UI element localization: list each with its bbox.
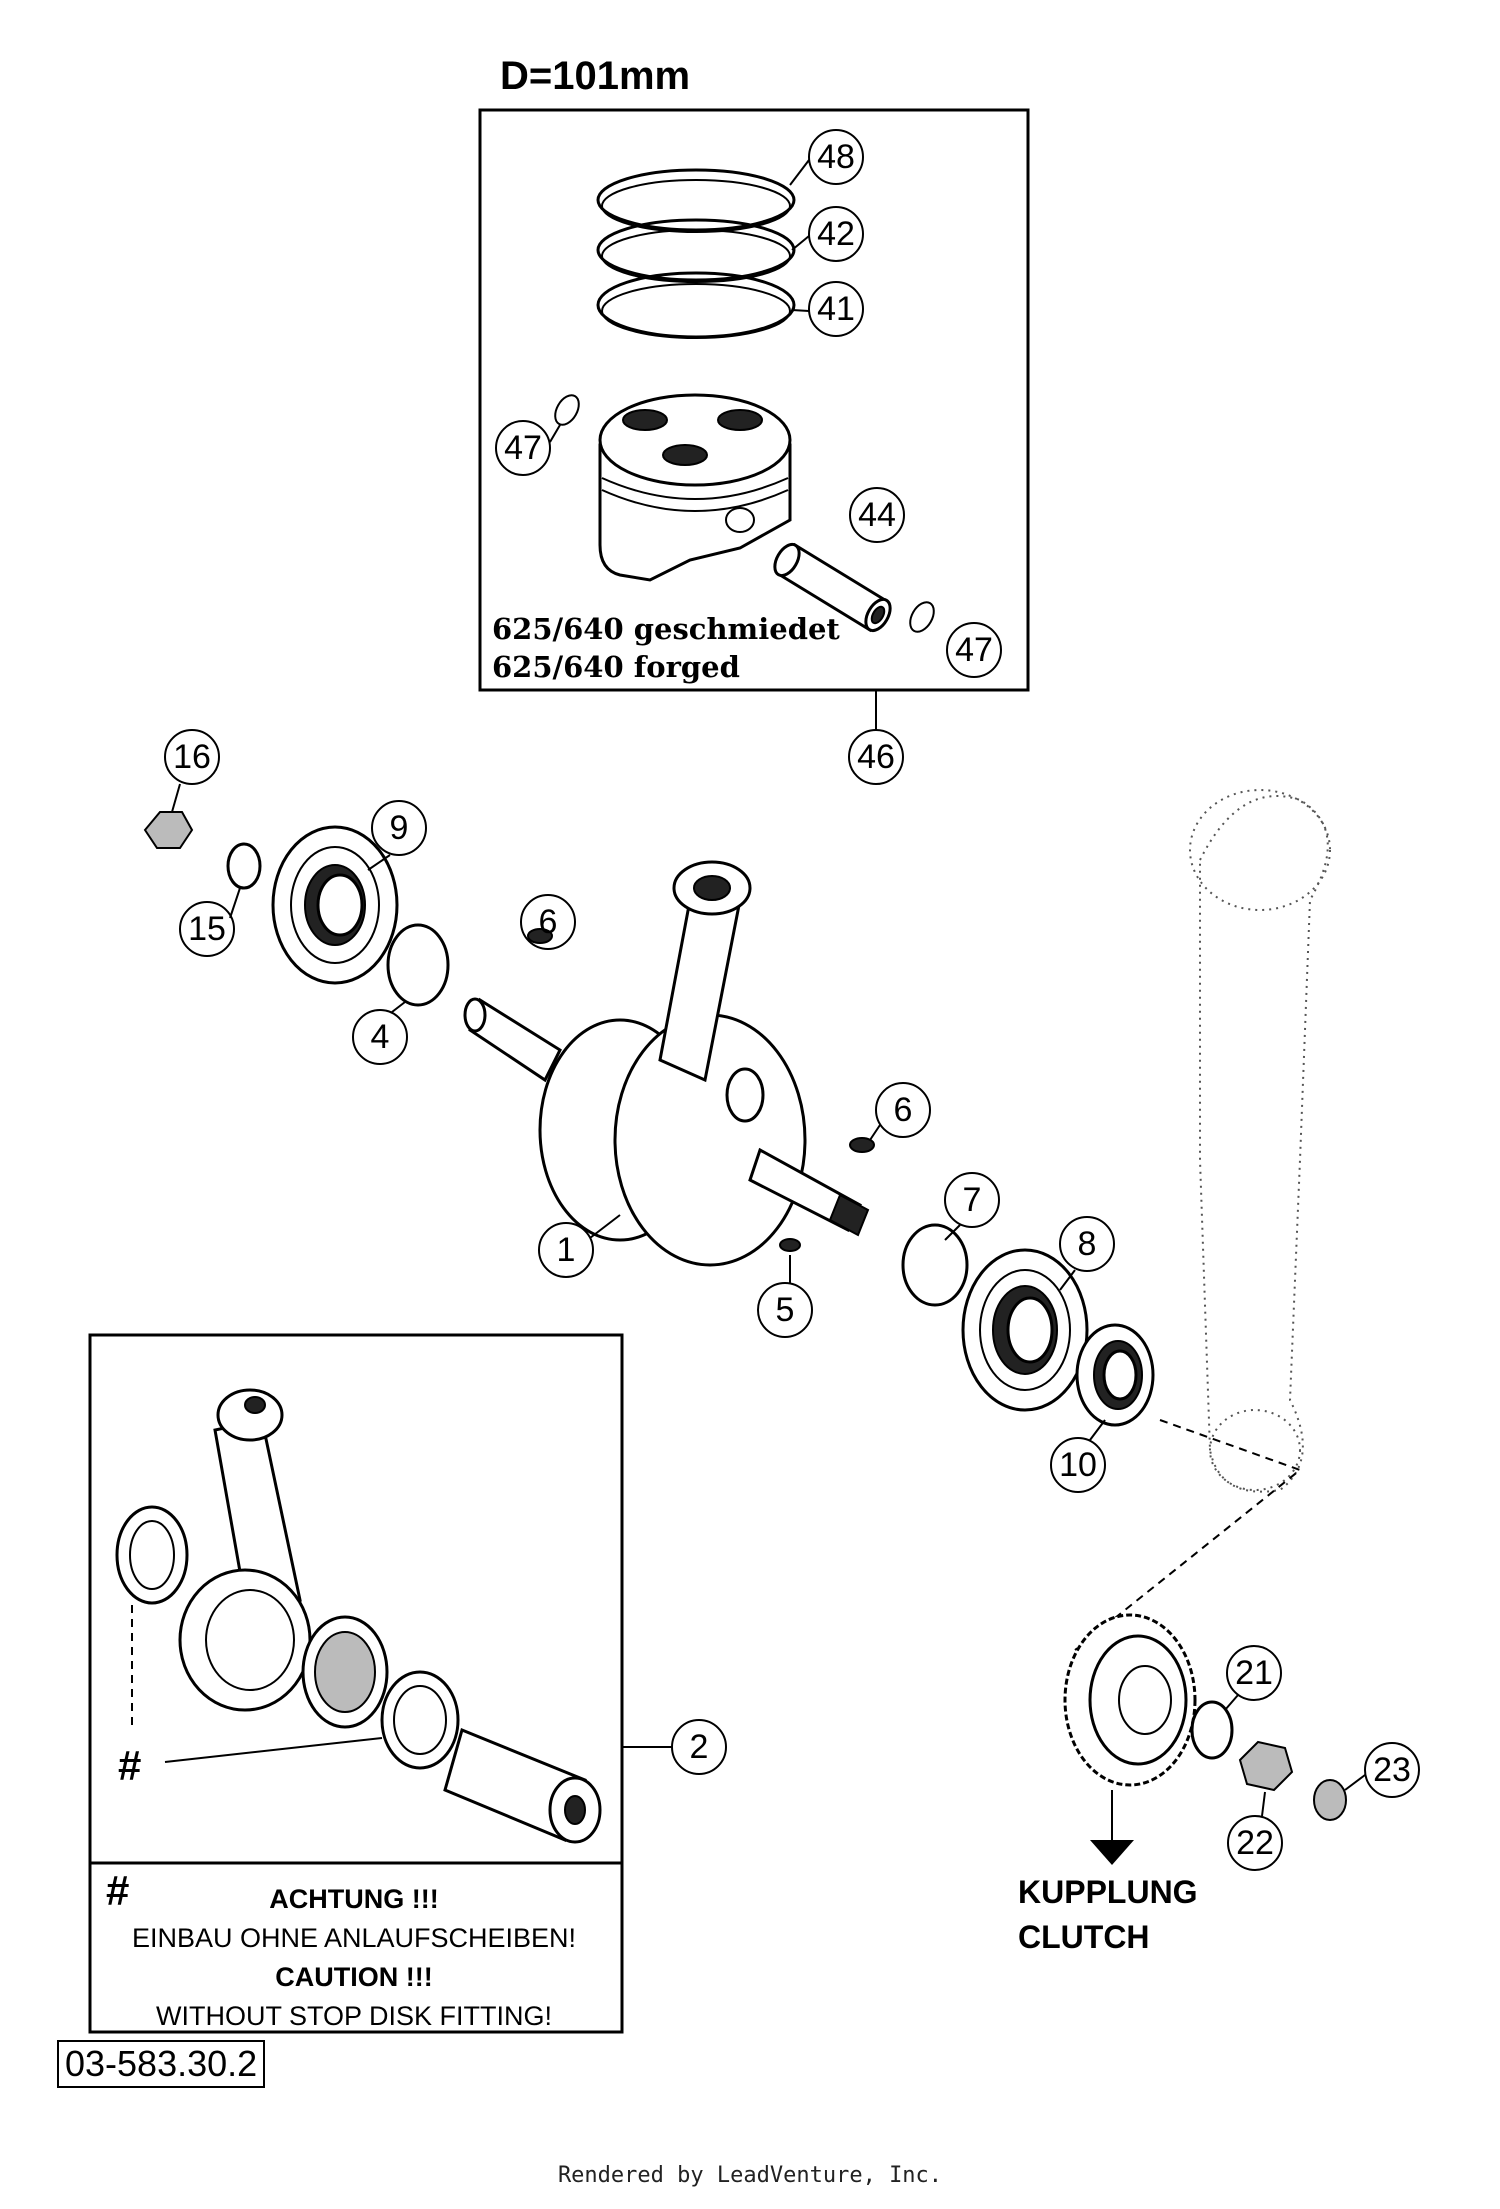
crankshaft [463,860,870,1267]
shim-4 [386,923,450,1007]
woodruff-key-6a [527,928,553,944]
main-bearing-9 [271,825,399,985]
piston-note-line-1: 625/640 geschmiedet [492,612,840,646]
callout-44: 44 [858,496,896,534]
clutch-label-de: KUPPLUNG [1018,1874,1198,1910]
piston-note-line-2: 625/640 forged [492,650,740,684]
callout-21: 21 [1235,1654,1273,1692]
drawing-number: 03-583.30.2 [57,2040,266,2088]
stop-disk-marker: # [118,1742,142,1789]
piston-ring-41 [596,271,796,339]
caution-text: ACHTUNG !!! EINBAU OHNE ANLAUFSCHEIBEN! … [94,1880,614,2036]
callout-9: 9 [390,809,409,847]
piston [598,393,792,582]
callout-46: 46 [857,738,895,776]
callout-numbers: 48 42 41 47 44 47 46 16 9 15 6 4 6 1 7 8… [173,138,1411,1862]
balancer-shaft-ghost [1189,789,1331,1493]
callout-7: 7 [963,1181,982,1219]
caution-line-1: ACHTUNG !!! [269,1884,439,1914]
callout-15: 15 [188,910,226,948]
callout-4: 4 [371,1018,390,1056]
callout-47b: 47 [955,631,993,669]
piston-ring-42 [596,218,796,283]
circlip-21 [1190,1700,1234,1760]
piston-pin [773,542,892,633]
caution-line-4: WITHOUT STOP DISK FITTING! [155,2001,553,2031]
woodruff-key-5 [779,1238,801,1252]
primary-gear [1063,1613,1197,1787]
rod-kit-parts [115,1388,602,1844]
crank-nut [143,811,194,849]
callout-6b: 6 [894,1091,913,1129]
callout-1: 1 [557,1231,576,1269]
callout-16: 16 [173,738,211,776]
woodruff-key-6b [849,1137,875,1153]
washer-23 [1313,1779,1347,1821]
piston-note: 625/640 geschmiedet 625/640 forged [492,610,840,686]
callout-5: 5 [776,1291,795,1329]
circlip-left [554,394,580,426]
piston-diameter-title: D=101mm [500,54,691,98]
caution-line-3: CAUTION !!! [275,1962,433,1992]
shim-7 [901,1223,969,1307]
callout-10: 10 [1059,1446,1097,1484]
clutch-label-en: CLUTCH [1018,1919,1150,1955]
washer-15 [226,842,262,890]
piston-ring-48 [596,168,796,233]
footer-credit: Rendered by LeadVenture, Inc. [557,2163,943,2188]
callout-23: 23 [1373,1751,1411,1789]
callout-2: 2 [690,1728,709,1766]
caution-box [88,1861,624,2034]
main-bearing-8 [961,1248,1089,1412]
nut-22 [1238,1740,1294,1792]
caution-hash: # [106,1867,130,1914]
caution-line-2: EINBAU OHNE ANLAUFSCHEIBEN! [131,1923,577,1953]
oil-seal-10 [1075,1323,1155,1427]
callout-22: 22 [1236,1824,1274,1862]
callout-8: 8 [1078,1225,1097,1263]
clutch-arrow-icon [1090,1840,1134,1865]
callout-47a: 47 [504,429,542,467]
callout-42: 42 [817,215,855,253]
callout-41: 41 [817,290,855,328]
callout-6a: 6 [539,903,558,941]
circlip-right [909,601,935,633]
piston-kit-box [478,108,1030,692]
clutch-label: KUPPLUNG CLUTCH [1018,1870,1198,1960]
callout-48: 48 [817,138,855,176]
